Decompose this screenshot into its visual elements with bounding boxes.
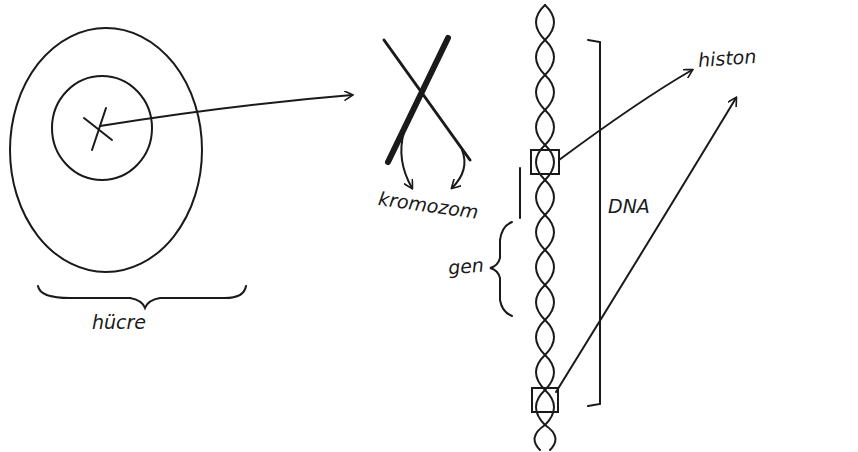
cell-outline [10,28,202,272]
arrow [401,132,412,188]
arrow [556,98,736,392]
brace [490,168,520,316]
bracket [588,40,600,406]
arrow [452,150,464,188]
arrow [559,70,692,160]
arrow [100,95,352,126]
histone-box [531,150,559,174]
nucleus-outline [52,76,152,180]
chromosome [384,40,470,160]
histone-box [532,388,558,412]
dna-label: DNA [608,196,650,217]
chromosome-symbol [84,108,112,150]
gene-label: gen [447,254,484,278]
cell-label: hücre [92,312,146,333]
dna-strand [535,5,554,450]
histone-label: histon [697,46,757,71]
chromosome-label: kromozom [377,188,480,223]
brace [38,286,246,308]
